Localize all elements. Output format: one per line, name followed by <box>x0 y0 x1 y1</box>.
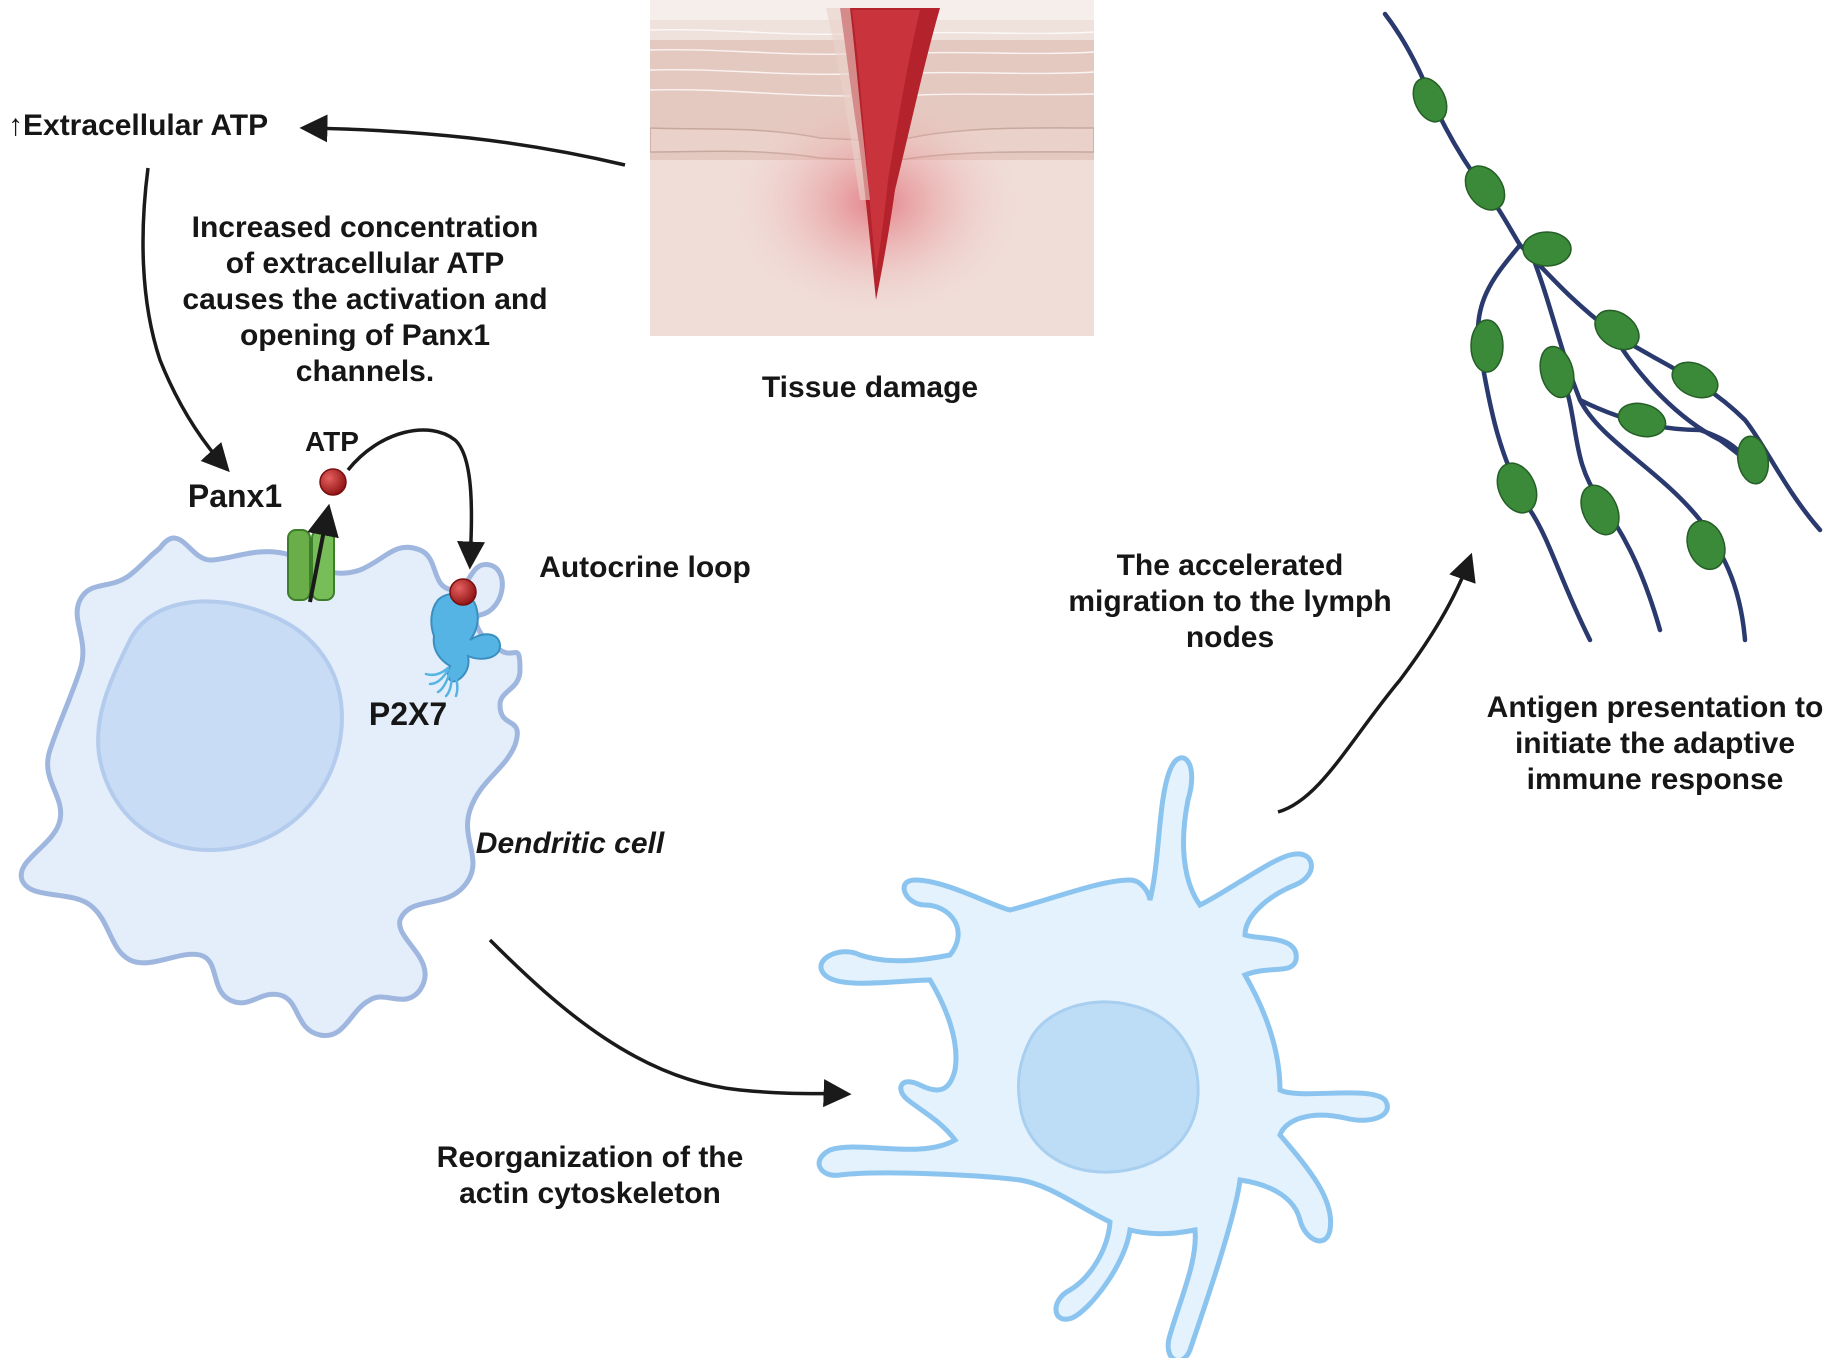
reorganization-label: Reorganization of the actin cytoskeleton <box>436 1141 744 1210</box>
tissue-damage-label: Tissue damage <box>761 371 979 404</box>
migration-arrow <box>1277 552 1476 814</box>
atp-release-arrow <box>307 503 339 603</box>
dendritic-cell-migrating <box>816 755 1390 1358</box>
nucleus <box>96 599 344 853</box>
atp-to-panx1-arrow <box>141 167 230 473</box>
tissue-to-atp-arrow <box>299 114 626 167</box>
atp-label: ATP <box>305 426 359 457</box>
autocrine-loop-arrow <box>346 428 486 570</box>
atp-molecule-icon <box>319 468 347 496</box>
antigen-presentation-label: Antigen presentation to initiate the ada… <box>1486 691 1824 796</box>
lymphatic-vessel-illustration <box>1382 11 1823 643</box>
p2x7-receptor-icon <box>424 592 502 698</box>
panx1-channel-icon <box>287 529 335 601</box>
extracellular-atp-label: ↑Extracellular ATP <box>8 109 269 142</box>
dendritic-cell-resting <box>18 535 523 1038</box>
tissue-wound-illustration <box>650 0 1094 336</box>
panx1-label: Panx1 <box>187 478 283 514</box>
accelerated-migration-label: The accelerated migration to the lymph n… <box>1068 549 1392 654</box>
p2x7-label: P2X7 <box>368 696 448 732</box>
nucleus <box>1016 1000 1200 1174</box>
increased-concentration-label: Increased concentration of extracellular… <box>182 211 548 388</box>
autocrine-loop-label: Autocrine loop <box>539 551 751 584</box>
atp-molecule-icon <box>449 578 477 606</box>
dendritic-cell-label: Dendritic cell <box>475 827 665 860</box>
reorganization-arrow <box>488 938 852 1108</box>
